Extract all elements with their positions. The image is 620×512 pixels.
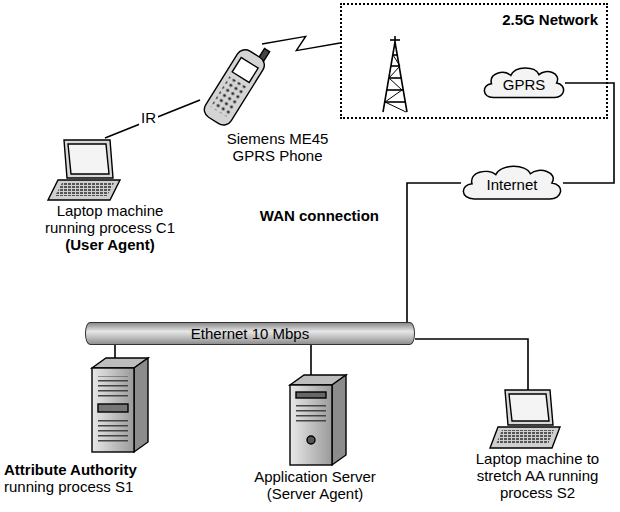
icon-space	[4, 353, 179, 461]
device-node: Attribute Authorityrunning process S1	[4, 353, 179, 495]
cloud-label: Internet	[487, 173, 538, 193]
server-icon-part	[92, 368, 134, 452]
server-icon	[92, 358, 148, 452]
connector-line	[415, 339, 528, 390]
laptop-icon-part	[55, 183, 114, 196]
laptop-icon-part	[48, 180, 120, 200]
edge-label: WAN connection	[258, 207, 381, 224]
laptop-icon-part	[505, 390, 553, 425]
server-icon-part	[98, 418, 128, 442]
radio-tower-part	[385, 101, 406, 103]
server-icon-part	[98, 404, 128, 412]
device-node: Siemens ME45 GPRS Phone	[200, 42, 335, 164]
radio-link	[262, 36, 340, 50]
server-icon-part	[296, 404, 326, 424]
mobile-phone-part	[201, 46, 268, 128]
laptop-icon	[490, 390, 560, 448]
server-icon-part	[290, 385, 332, 465]
edge-label: IR	[139, 109, 158, 126]
ethernet-bus: Ethernet 10 Mbps	[85, 322, 415, 345]
device-label: Siemens ME45 GPRS Phone	[220, 130, 335, 164]
radio-tower-part	[390, 39, 400, 41]
icon-space	[200, 42, 335, 130]
device-node: Laptop machine running process C1(User A…	[15, 138, 205, 253]
device-label: Application Server (Server Agent)	[240, 468, 390, 502]
radio-tower-part	[385, 55, 406, 112]
connector-line	[105, 100, 200, 138]
device-label: running process S1	[4, 478, 179, 495]
bus-label: Ethernet 10 Mbps	[191, 325, 309, 342]
cloud-outline	[463, 166, 560, 199]
mobile-phone	[201, 38, 273, 129]
laptop-icon-part	[490, 427, 560, 448]
server-icon-part	[332, 375, 346, 465]
device-label: Laptop machine running process C1	[35, 202, 185, 236]
connector-line	[310, 345, 312, 375]
device-node: Application Server (Server Agent)	[240, 372, 390, 502]
connector-line	[114, 345, 116, 358]
device-node: Laptop machine to stretch AA running pro…	[460, 388, 615, 501]
icon-space	[240, 372, 390, 468]
network-cloud: Internet	[458, 162, 566, 204]
device-label: Laptop machine to stretch AA running pro…	[460, 450, 615, 501]
device-label: Attribute Authority	[4, 461, 179, 478]
mobile-phone-part	[210, 76, 246, 117]
mobile-phone-part	[232, 57, 258, 82]
icon-space	[15, 138, 205, 202]
server-icon-part	[296, 392, 326, 398]
server-icon-part	[98, 376, 128, 398]
region-heading: 2.5G Network	[502, 11, 598, 28]
radio-tower-part	[389, 77, 402, 79]
laptop-icon-part	[68, 144, 109, 174]
radio-tower-part	[394, 36, 396, 42]
device-label: (User Agent)	[35, 236, 185, 253]
cloud-outline	[484, 68, 563, 98]
icon-space	[460, 388, 615, 450]
connector-line	[407, 183, 461, 322]
laptop-icon-part	[509, 394, 549, 421]
network-region: 2.5G NetworkGPRS	[340, 3, 608, 119]
laptop-icon-part	[496, 430, 554, 444]
network-cloud: GPRS	[480, 64, 568, 102]
server-icon-part	[307, 436, 315, 444]
radio-tower-part	[391, 65, 400, 67]
laptop-icon-part	[64, 140, 113, 178]
laptop-icon	[48, 140, 120, 200]
server-icon	[290, 375, 346, 465]
server-icon-part	[134, 358, 148, 452]
cloud-label: GPRS	[503, 73, 546, 93]
radio-tower	[383, 36, 407, 112]
